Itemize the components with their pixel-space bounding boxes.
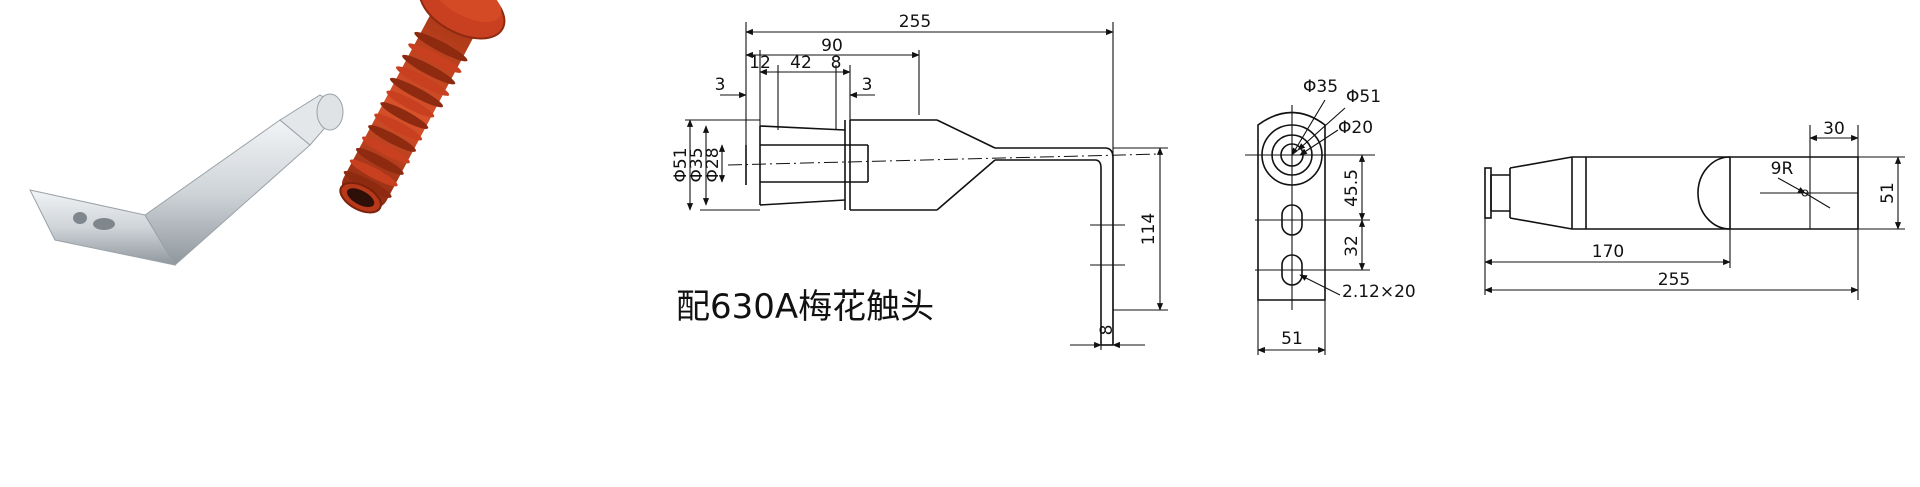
dim-drop-114: 114	[1139, 213, 1159, 245]
insulator-rib	[355, 148, 404, 175]
flange-width-51: 51	[1281, 329, 1303, 349]
bracket-hole	[73, 212, 87, 224]
insulator-rib	[374, 113, 423, 141]
product-photo	[29, 0, 506, 266]
flange-spacing-32: 32	[1342, 235, 1362, 257]
flange-slot: 2.12×20	[1342, 282, 1416, 302]
top-height-51: 51	[1878, 182, 1898, 204]
dim-gap-3-left: 3	[715, 75, 726, 95]
insulator-rib	[380, 102, 429, 129]
dim-dia-28: Φ28	[703, 147, 723, 182]
insulator-rib	[343, 170, 392, 198]
dim-length-8-top: 8	[831, 53, 842, 73]
insulator-rib	[349, 159, 398, 187]
dim-length-12: 12	[749, 53, 771, 73]
top-length-170: 170	[1592, 242, 1624, 262]
dim-dia-35: Φ35	[687, 147, 707, 182]
dim-gap-3-right: 3	[862, 75, 873, 95]
top-length-255: 255	[1658, 270, 1690, 290]
dim-dia-51: Φ51	[671, 147, 691, 182]
insulator-rib	[414, 31, 468, 62]
caption-label: 配630A梅花触头	[676, 287, 934, 327]
top-view-drawing: 30 9R 51 170 255	[1484, 119, 1905, 300]
insulator-rib	[362, 136, 410, 164]
dim-overall-length: 255	[899, 12, 931, 32]
flange-dia-35: Φ35	[1303, 77, 1338, 97]
insulator-rib	[408, 43, 462, 73]
insulator-rib	[389, 77, 444, 108]
insulator-rib	[402, 54, 456, 85]
insulator-rib	[368, 125, 417, 152]
dim-length-42: 42	[790, 53, 812, 73]
top-width-30: 30	[1823, 119, 1845, 139]
flange-spacing-45-5: 45.5	[1342, 169, 1362, 207]
dim-length-90: 90	[821, 36, 843, 56]
metal-bracket	[29, 93, 344, 266]
flange-view-drawing: Φ35 Φ51 Φ20 45.5 32 2.12×20 51	[1245, 77, 1416, 355]
bracket-hole	[93, 218, 115, 230]
red-insulator	[339, 0, 506, 214]
dim-thickness-8: 8	[1097, 325, 1117, 336]
flange-dia-51: Φ51	[1346, 87, 1381, 107]
flange-dia-20: Φ20	[1338, 118, 1373, 138]
insulator-rib	[395, 66, 450, 96]
insulator-rib	[386, 90, 435, 118]
side-view-drawing: 255 90 12 42 8 3 3 Φ51 Φ35 Φ28 114 8	[671, 12, 1168, 350]
top-radius-9r: 9R	[1771, 159, 1794, 179]
